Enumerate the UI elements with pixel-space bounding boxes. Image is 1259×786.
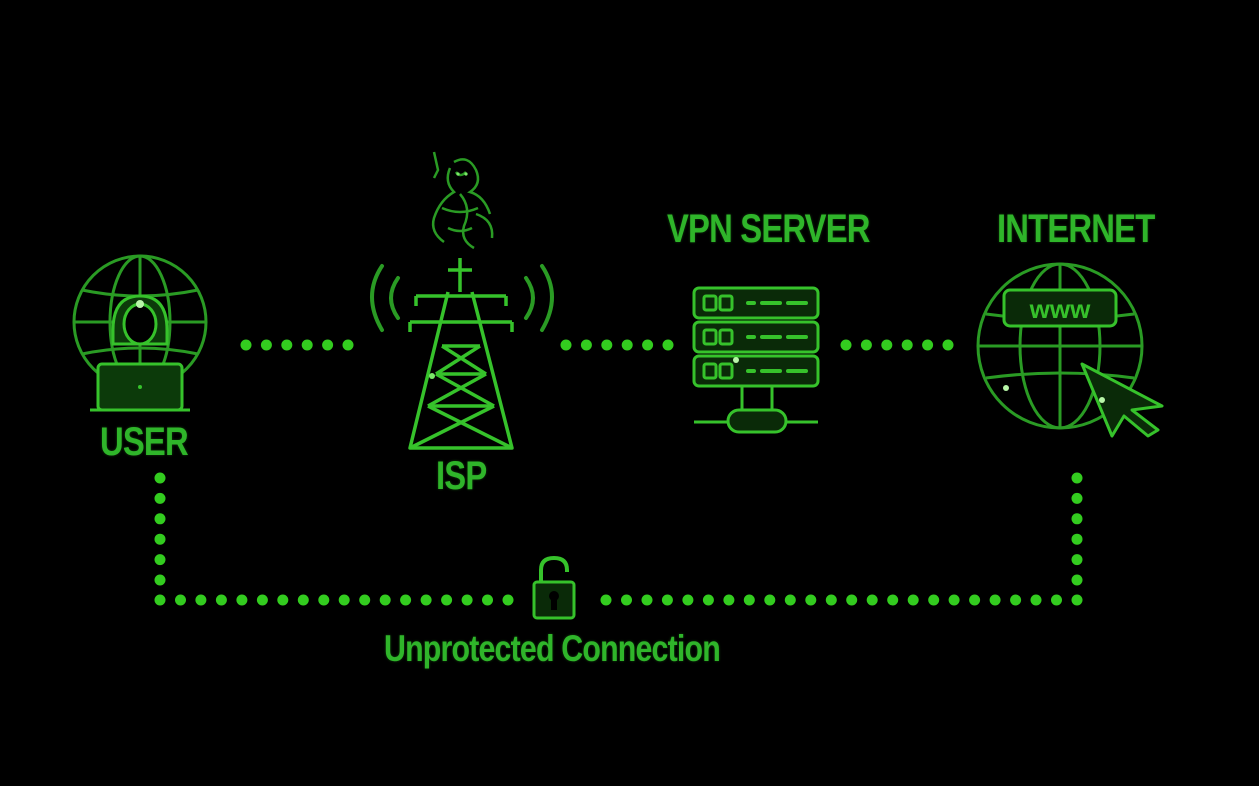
connector-dot-isp-vpn <box>642 339 654 351</box>
connector-dot-bottom-left <box>297 594 309 606</box>
connector-dot-bottom-left <box>236 594 248 606</box>
connector-dot-bottom-left <box>195 594 207 606</box>
isp-label: ISP <box>436 454 487 498</box>
devil-icon <box>431 151 494 250</box>
connector-dot-bottom-left <box>277 594 289 606</box>
connector-dot-user-isp <box>240 339 252 351</box>
connector-dot-bottom-right <box>948 594 960 606</box>
connector-dot-isp-vpn <box>621 339 633 351</box>
connector-dot-bottom-left <box>175 594 186 606</box>
connector-dot-vpn-internet <box>942 339 954 351</box>
www-globe-cursor-icon: www <box>976 262 1164 438</box>
connector-dot-vpn-internet <box>881 339 893 351</box>
isp-node <box>362 256 562 458</box>
connector-dot-isp-vpn <box>580 339 592 351</box>
connector-dot-bottom-right <box>764 594 776 606</box>
connector-dot-internet-down <box>1071 574 1083 586</box>
svg-text:www: www <box>1029 294 1091 324</box>
connector-dot-user-down <box>154 472 166 484</box>
connector-dot-isp-vpn <box>560 339 572 351</box>
connector-dot-bottom-right <box>887 594 899 606</box>
connector-dot-isp-vpn <box>662 339 674 351</box>
lock-node <box>531 555 577 626</box>
connector-dot-bottom-right <box>743 594 755 606</box>
connector-dot-internet-down <box>1071 533 1083 545</box>
connector-dot-bottom-right <box>805 594 817 606</box>
connector-dot-vpn-internet <box>860 339 872 351</box>
connector-dot-bottom-left <box>461 594 473 606</box>
connector-dot-user-isp <box>260 339 272 351</box>
connector-dot-bottom-right <box>1051 594 1062 606</box>
vpn-server-label: VPN SERVER <box>667 207 870 251</box>
connector-dot-bottom-left <box>215 594 227 606</box>
internet-label: INTERNET <box>997 207 1155 251</box>
connector-dot-bottom-right <box>784 594 796 606</box>
connector-dot-bottom-left <box>154 594 166 606</box>
connector-dot-bottom-right <box>866 594 878 606</box>
user-laptop-globe-icon <box>72 254 208 412</box>
user-node <box>68 252 213 421</box>
user-label: USER <box>100 420 189 464</box>
connector-dot-bottom-right <box>702 594 714 606</box>
connector-dot-vpn-internet <box>922 339 934 351</box>
connector-dot-bottom-left <box>379 594 391 606</box>
connection-label: Unprotected Connection <box>384 628 721 669</box>
connector-dot-isp-vpn <box>601 339 613 351</box>
connector-dot-user-isp <box>342 339 354 351</box>
connector-dot-bottom-right <box>600 594 612 606</box>
connector-dot-user-down <box>154 554 166 566</box>
connector-dot-bottom-left <box>256 594 268 606</box>
connector-dot-bottom-left <box>400 594 412 606</box>
internet-node: www <box>968 260 1168 444</box>
connector-dot-bottom-right <box>907 594 919 606</box>
connector-dot-internet-down <box>1071 513 1083 525</box>
connector-dot-bottom-left <box>338 594 350 606</box>
connector-dot-vpn-internet <box>901 339 913 351</box>
connector-dot-user-isp <box>301 339 313 351</box>
connector-dot-bottom-left <box>359 594 371 606</box>
connector-dot-bottom-left <box>441 594 453 606</box>
connector-dot-user-down <box>154 513 166 525</box>
connector-dot-bottom-right <box>661 594 673 606</box>
connector-dot-bottom-right <box>1071 594 1083 606</box>
connector-dot-user-down <box>154 492 166 504</box>
connector-dot-bottom-right <box>641 594 653 606</box>
devil-node <box>420 148 500 257</box>
connector-dot-bottom-left <box>318 594 330 606</box>
unlocked-padlock-icon <box>532 555 576 620</box>
connector-dot-bottom-right <box>928 594 940 606</box>
connector-dot-bottom-right <box>1010 594 1022 606</box>
connector-dot-bottom-left <box>420 594 432 606</box>
connector-dot-bottom-right <box>989 594 1001 606</box>
connector-dot-bottom-right <box>969 594 981 606</box>
connector-dot-vpn-internet <box>840 339 852 351</box>
connector-dot-bottom-right <box>682 594 694 606</box>
connector-dot-bottom-left <box>502 594 514 606</box>
connector-dot-user-isp <box>322 339 334 351</box>
connector-dot-bottom-right <box>825 594 837 606</box>
connector-dot-bottom-right <box>723 594 735 606</box>
connector-dot-user-isp <box>281 339 293 351</box>
connector-dot-bottom-right <box>621 594 632 606</box>
connector-dot-internet-down <box>1071 492 1083 504</box>
server-rack-icon <box>692 286 820 434</box>
connector-dot-user-down <box>154 533 166 545</box>
transmission-tower-icon <box>370 258 554 450</box>
connector-dot-bottom-left <box>482 594 493 606</box>
connector-dot-user-down <box>154 574 166 586</box>
connector-dot-bottom-right <box>1030 594 1042 606</box>
vpn-node <box>690 284 822 440</box>
connector-dot-internet-down <box>1071 554 1083 566</box>
connector-dot-bottom-right <box>846 594 858 606</box>
connector-dot-internet-down <box>1071 472 1083 484</box>
